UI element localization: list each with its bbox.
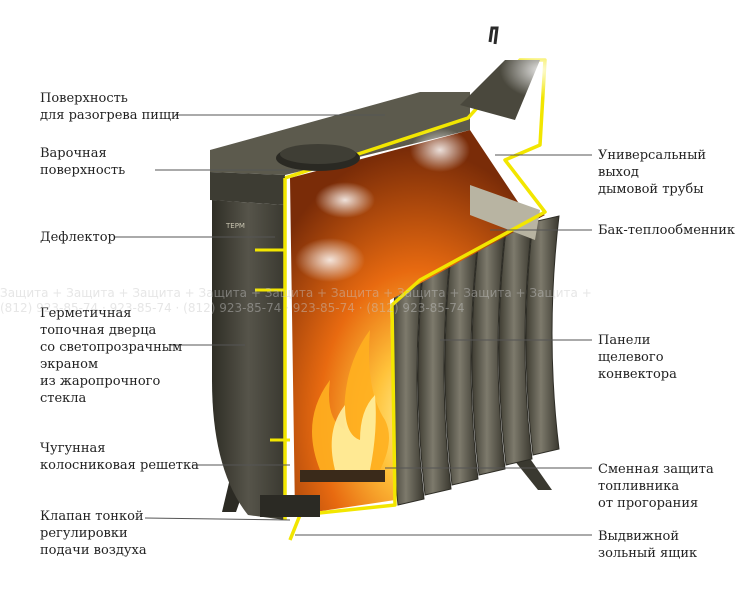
convector-panels — [390, 215, 560, 506]
watermark-row-1: Защита + Защита + Защита + Защита + Защи… — [0, 286, 592, 300]
label-grate: Чугунная колосниковая решетка — [40, 441, 199, 473]
convector-rib — [498, 223, 533, 466]
watermark-row-2: (812) 923-85-74 · 923-85-74 · (812) 923-… — [0, 301, 465, 315]
stove-top-plate — [210, 92, 470, 175]
smoke — [295, 20, 590, 282]
label-ash-box: Выдвижной зольный ящик — [598, 529, 698, 561]
leader-lines — [115, 114, 592, 536]
convector-rib — [525, 215, 560, 456]
label-cooking-surface: Варочная поверхность — [40, 146, 126, 178]
label-chimney-outlet: Универсальный выход дымовой трубы — [598, 148, 707, 197]
label-firebox-protection: Сменная защита топливника от прогорания — [598, 462, 714, 511]
convector-rib — [417, 247, 452, 496]
label-convector-panels: Панели щелевого конвектора — [598, 333, 677, 382]
convector-rib — [471, 231, 506, 476]
fire-flames — [312, 330, 389, 470]
convector-rib — [444, 239, 479, 486]
label-deflector: Дефлектор — [40, 230, 116, 245]
leader-line — [144, 517, 291, 521]
grate — [300, 470, 385, 482]
brand-plate: ТЕРМ — [225, 222, 245, 230]
ash-box — [260, 495, 320, 517]
watermark: Защита + Защита + Защита + Защита + Защи… — [0, 286, 751, 316]
label-air-valve: Клапан тонкой регулировки подачи воздуха — [40, 509, 147, 558]
label-heat-exchanger: Бак-теплообменник — [598, 223, 736, 238]
heat-exchanger-tank — [470, 185, 540, 240]
stove-body — [212, 200, 285, 520]
label-warming-surface: Поверхность для разогрева пищи — [40, 91, 180, 123]
label-firebox-door: Герметичная топочная дверца со светопроз… — [40, 306, 183, 406]
